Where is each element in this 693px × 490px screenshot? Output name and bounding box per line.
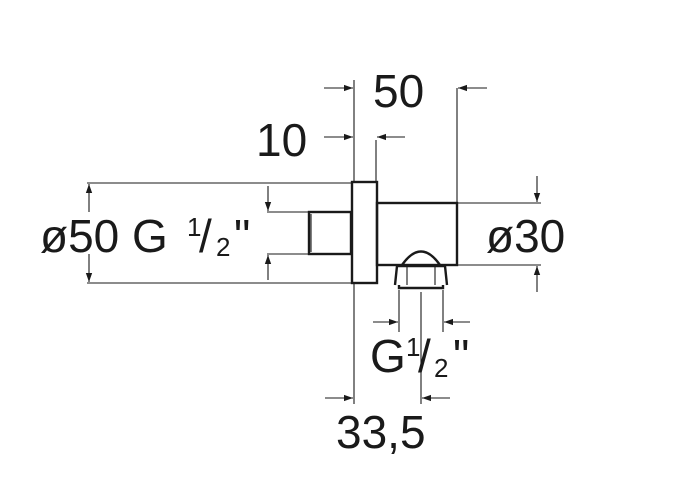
label-inlet-fraction-num: 1 (187, 212, 201, 242)
outlet-hex (393, 264, 449, 286)
label-outlet-offset: 33,5 (336, 406, 426, 458)
label-flange-thickness: 10 (256, 114, 307, 166)
label-overall-length: 50 (373, 65, 424, 117)
label-inlet-fraction-slash: / (199, 210, 212, 262)
label-body-diameter: ø30 (486, 210, 565, 262)
dimension-arrows (85, 84, 541, 402)
label-flange-diameter: ø50 G 1 / 2 " (40, 210, 250, 262)
extension-lines (87, 80, 541, 404)
label-outlet-prefix: G (370, 330, 406, 382)
inlet-thread (307, 210, 353, 256)
label-outlet-thread: G 1 / 2 " (370, 330, 469, 383)
outlet-cap (401, 250, 441, 266)
label-outlet-fraction-slash: / (418, 330, 431, 382)
body (375, 201, 459, 267)
label-flange-diameter-prefix: ø50 G (40, 210, 168, 262)
label-outlet-inch-mark: " (453, 330, 469, 382)
label-inlet-fraction-den: 2 (216, 232, 230, 262)
label-outlet-fraction-num: 1 (406, 332, 420, 362)
label-outlet-fraction-den: 2 (434, 353, 448, 383)
outlet-hex-edges (406, 267, 436, 285)
flange (350, 180, 379, 285)
part-outline (307, 180, 459, 290)
outlet-thread (397, 285, 445, 290)
label-inlet-inch-mark: " (234, 210, 250, 262)
